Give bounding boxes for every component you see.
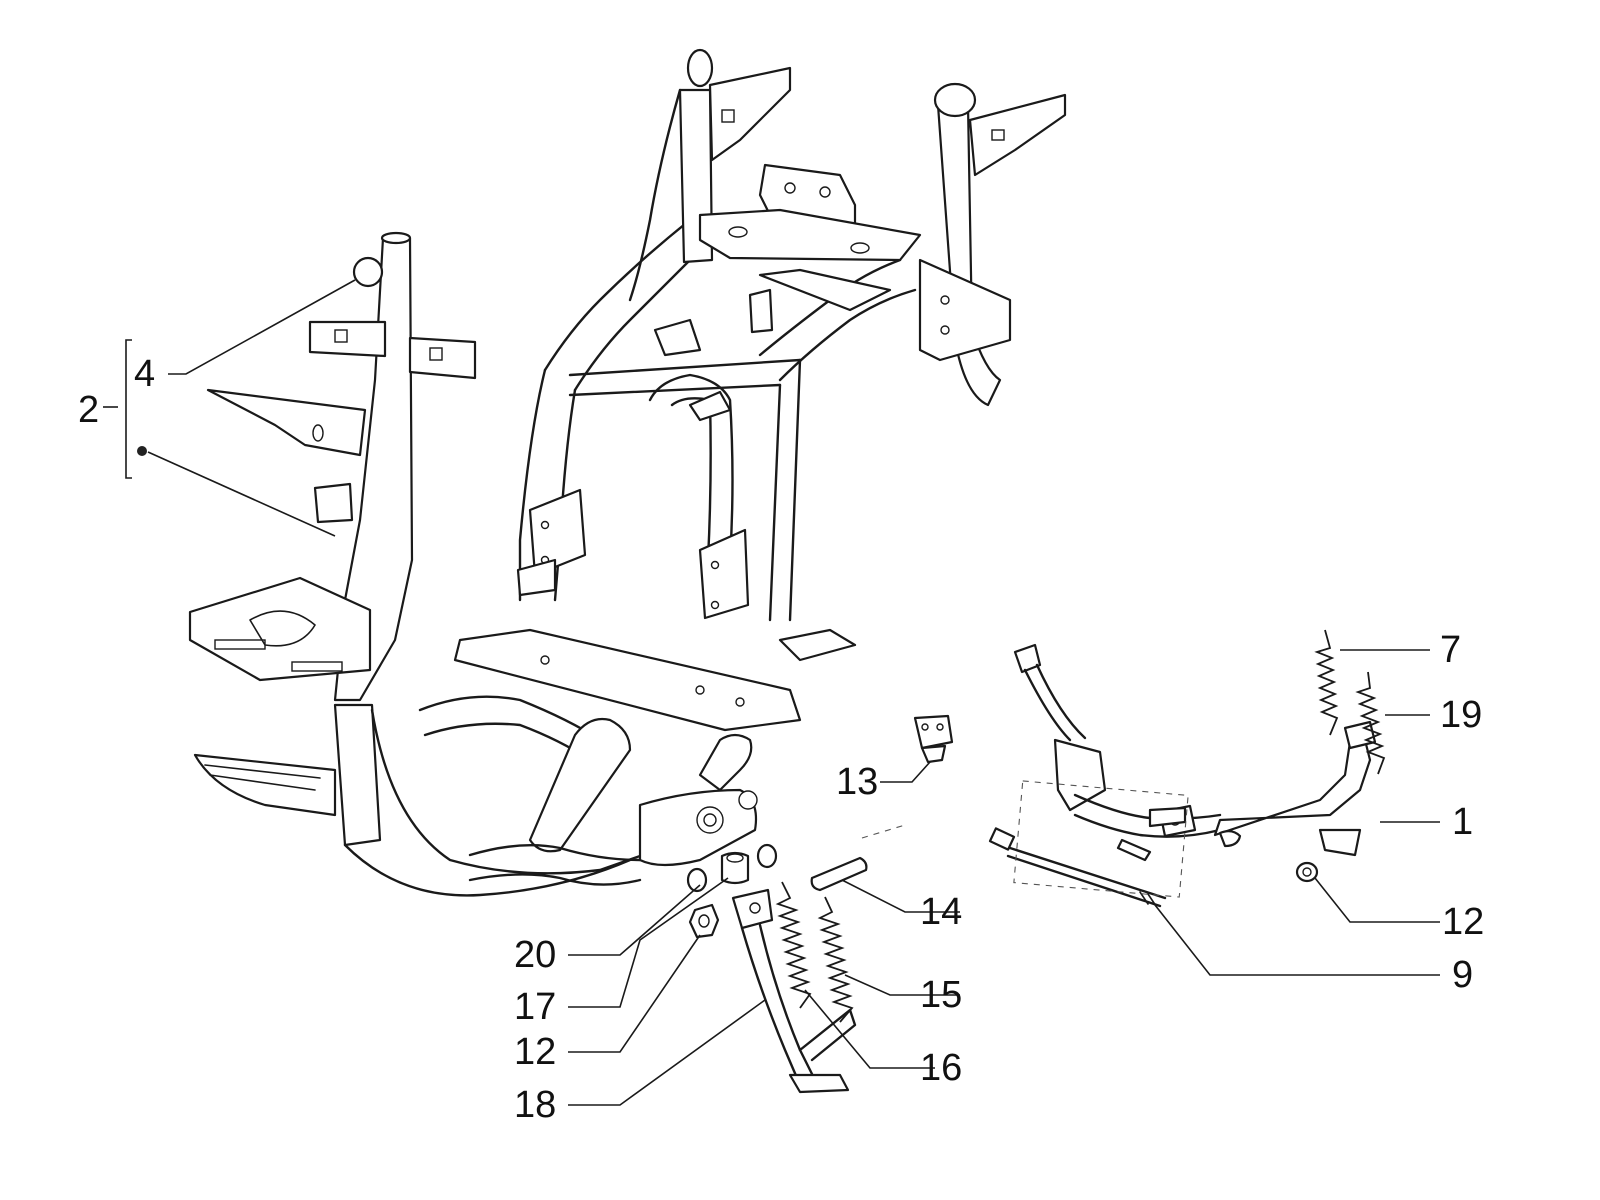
leader-lines [103, 279, 1440, 1106]
callout-1: 1 [1452, 801, 1473, 843]
assembly-box [1013, 780, 1189, 898]
callout-17: 17 [514, 986, 556, 1028]
callout-13: 13 [836, 761, 878, 803]
scooter-frame [188, 48, 1067, 897]
callout-14: 14 [920, 891, 962, 933]
part-7-spring [1314, 629, 1339, 736]
part-13-clip [913, 714, 954, 764]
part-9-bolt [988, 827, 1167, 908]
assembly-axis [861, 824, 906, 839]
part-12-nut-right [1295, 861, 1319, 883]
callout-12-right: 12 [1442, 901, 1484, 943]
part-14-pin [810, 856, 868, 892]
callout-labels: 2 4 7 19 1 12 9 13 14 15 16 20 17 12 18 [78, 353, 1484, 1126]
part-16-spring [775, 881, 812, 1009]
callout-4: 4 [134, 353, 155, 395]
callout-12-left: 12 [514, 1031, 556, 1073]
part-small-dot [137, 446, 147, 456]
callout-20: 20 [514, 934, 556, 976]
part-4-bushing [352, 256, 384, 288]
part-15-spring [817, 896, 854, 1023]
callout-2: 2 [78, 389, 99, 431]
callout-15: 15 [920, 974, 962, 1016]
part-17-bushing [720, 851, 750, 885]
callout-16: 16 [920, 1047, 962, 1089]
callout-9: 9 [1452, 954, 1473, 996]
callout-18: 18 [514, 1084, 556, 1126]
part-12-nut-left [688, 903, 720, 939]
callout-7: 7 [1440, 629, 1461, 671]
part-18-side-stand [731, 888, 857, 1094]
part-20-washer [686, 843, 778, 893]
part-19-spring [1355, 671, 1386, 775]
callout-19: 19 [1440, 694, 1482, 736]
